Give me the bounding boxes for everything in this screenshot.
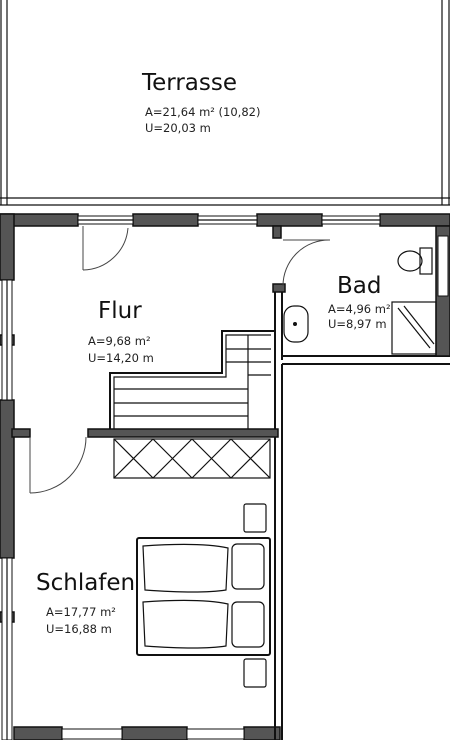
left-exterior-wall bbox=[0, 213, 15, 740]
room-perimeter-terrasse: U=20,03 m bbox=[145, 121, 211, 135]
window-bath bbox=[437, 235, 449, 297]
room-name-flur: Flur bbox=[98, 298, 142, 324]
room-label-terrasse: Terrasse A=21,64 m² (10,82) U=20,03 m bbox=[141, 70, 260, 135]
terrace-area bbox=[0, 0, 450, 206]
room-area-schlafen: A=17,77 m² bbox=[46, 605, 116, 619]
window-bottom-1 bbox=[61, 728, 123, 740]
bottom-exterior-wall bbox=[13, 726, 281, 740]
room-perimeter-bad: U=8,97 m bbox=[328, 317, 387, 331]
shower-icon bbox=[391, 301, 437, 355]
room-label-bad: Bad A=4,96 m² U=8,97 m bbox=[328, 273, 391, 331]
room-perimeter-schlafen: U=16,88 m bbox=[46, 622, 112, 636]
bath-fixtures bbox=[283, 247, 437, 355]
room-name-bad: Bad bbox=[337, 273, 381, 299]
interior-walls bbox=[11, 225, 450, 740]
room-label-schlafen: Schlafen A=17,77 m² U=16,88 m bbox=[36, 570, 135, 636]
door-bath bbox=[282, 239, 331, 287]
door-hall bbox=[82, 226, 129, 271]
door-bedroom bbox=[29, 436, 87, 494]
double-bed bbox=[136, 503, 271, 688]
room-area-bad: A=4,96 m² bbox=[328, 302, 391, 316]
room-perimeter-flur: U=14,20 m bbox=[88, 351, 154, 365]
doors bbox=[29, 226, 331, 494]
room-area-flur: A=9,68 m² bbox=[88, 334, 151, 348]
room-area-terrasse: A=21,64 m² (10,82) bbox=[145, 105, 260, 119]
staircase bbox=[109, 330, 276, 429]
sink-icon bbox=[283, 305, 309, 343]
room-label-flur: Flur A=9,68 m² U=14,20 m bbox=[88, 298, 154, 365]
room-name-schlafen: Schlafen bbox=[36, 570, 135, 596]
room-name-terrasse: Terrasse bbox=[141, 70, 237, 96]
window-bottom-2 bbox=[186, 728, 245, 740]
toilet-icon bbox=[397, 247, 433, 275]
wardrobe bbox=[113, 438, 271, 479]
top-exterior-wall bbox=[0, 213, 450, 227]
